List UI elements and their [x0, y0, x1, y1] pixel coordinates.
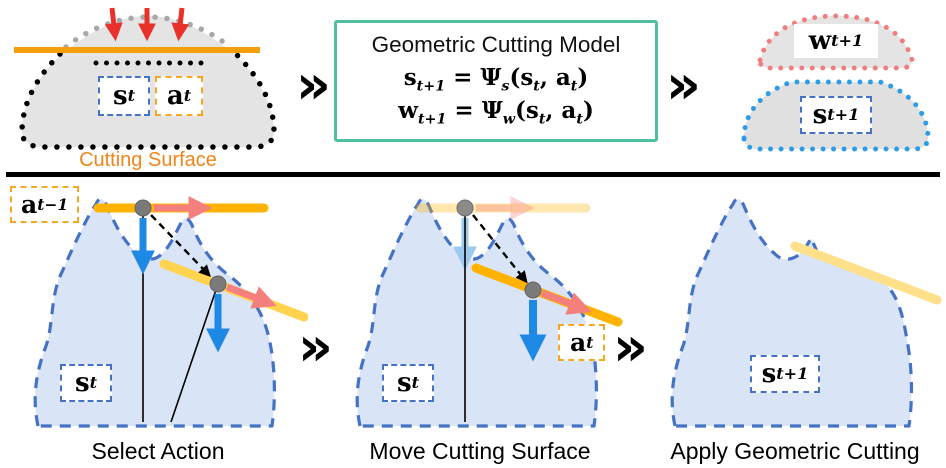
removed-cap-dots	[63, 14, 233, 50]
pivot-dot	[209, 275, 227, 293]
next-chevron-icon: »	[613, 315, 648, 378]
press-arrow-red	[171, 7, 190, 42]
pivot-dot	[524, 281, 542, 299]
move-surface-svg	[355, 196, 623, 428]
cut-blob-shape	[670, 197, 914, 428]
move-dashed-arrow	[150, 214, 211, 278]
caption-move-surface: Move Cutting Surface	[369, 438, 591, 464]
rotation-line	[170, 283, 219, 423]
next-chevron-icon: »	[296, 53, 331, 116]
pivot-dot	[456, 199, 474, 217]
divider	[6, 172, 940, 177]
move-dashed-arrow	[472, 214, 528, 284]
apply-cutting-svg	[670, 197, 942, 428]
state-equation: st+1 = Ψs(st, at)	[403, 64, 589, 95]
weight-equation: wt+1 = Ψw(st, at)	[398, 97, 594, 128]
model-title: Geometric Cutting Model	[371, 32, 621, 57]
press-arrow-red	[104, 7, 123, 42]
model-box: Geometric Cutting Model st+1 = Ψs(st, at…	[334, 20, 658, 142]
next-chevron-icon: »	[666, 53, 701, 116]
slide-arrow-pink	[225, 283, 277, 309]
cut-bar-pale	[790, 241, 942, 305]
caption-select-action: Select Action	[91, 438, 225, 464]
pivot-dot	[134, 199, 152, 217]
caption-apply-cutting: Apply Geometric Cutting	[670, 438, 920, 464]
object-outline-dots	[19, 51, 277, 150]
slide-arrow-pink	[540, 289, 592, 315]
next-chevron-icon: »	[298, 315, 333, 378]
cutting-surface-caption: Cutting Surface	[79, 149, 217, 171]
